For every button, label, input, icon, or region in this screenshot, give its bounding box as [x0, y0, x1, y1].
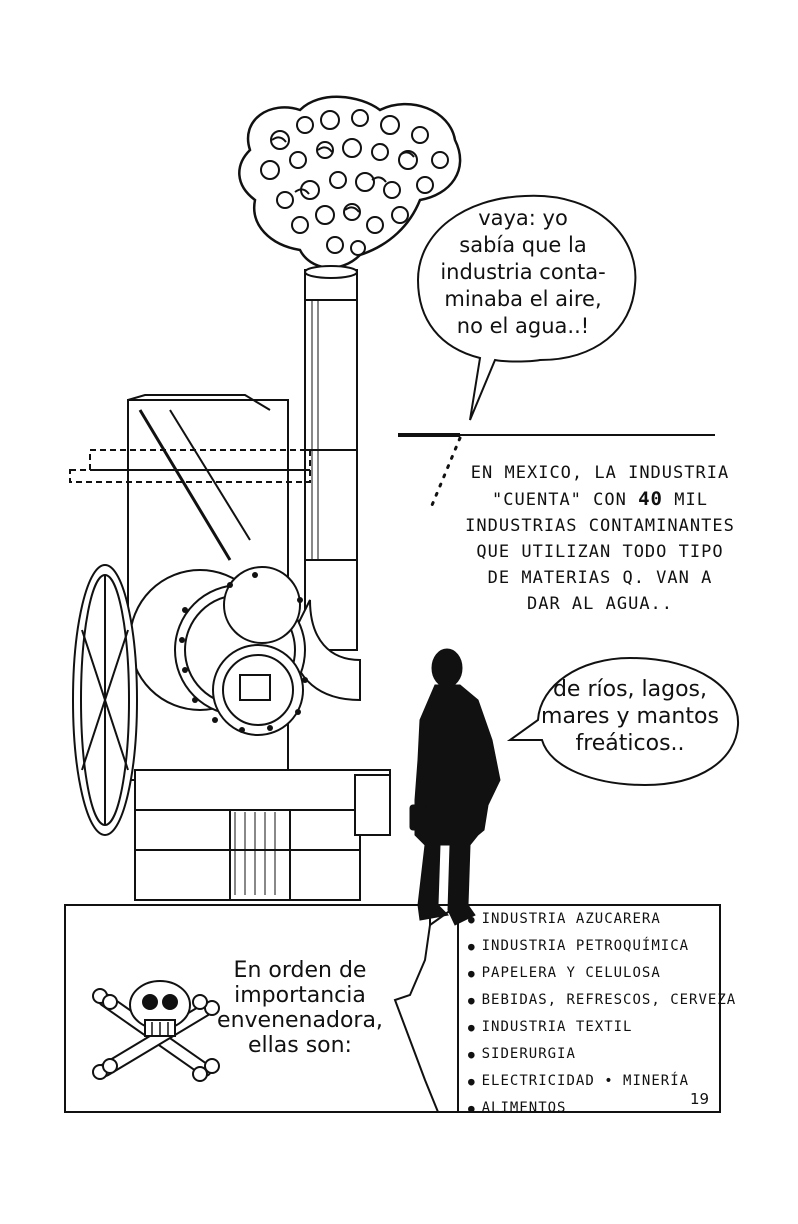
list-item: SIDERURGIA: [468, 1041, 738, 1068]
caption-line: importancia: [234, 983, 366, 1008]
narration-line: "CUENTA" CON 40 MIL: [460, 486, 740, 513]
speech-bubble-middle: [506, 656, 740, 787]
narration-line: EN MEXICO, LA INDUSTRIA: [470, 463, 730, 483]
list-item: BEBIDAS, REFRESCOS, CERVEZA: [468, 987, 738, 1014]
list-item: PAPELERA Y CELULOSA: [468, 960, 738, 987]
bubble-line: industria conta-: [440, 260, 606, 284]
speech-bubble-top-text: vaya: yo sabía que la industria conta- m…: [428, 205, 618, 340]
bubble-line: freáticos..: [575, 731, 685, 756]
list-item: INDUSTRIA TEXTIL: [468, 1014, 738, 1041]
narration-text: EN MEXICO, LA INDUSTRIA "CUENTA" CON 40 …: [460, 460, 740, 617]
man-silhouette: [409, 648, 501, 926]
bubble-line: no el agua..!: [456, 314, 590, 338]
narration-number: 40: [638, 488, 663, 510]
narration-line: QUE UTILIZAN TODO TIPO: [476, 542, 724, 562]
chimney: [288, 265, 361, 702]
industry-list: INDUSTRIA AZUCARERA INDUSTRIA PETROQUÍMI…: [468, 906, 738, 1122]
caption-line: envenenadora,: [217, 1008, 383, 1033]
speech-bubble-top: [416, 194, 637, 421]
bubble-line: vaya: yo: [478, 206, 568, 230]
list-item: ELECTRICIDAD • MINERÍA: [468, 1068, 738, 1095]
speech-bubble-middle-text: de ríos, lagos, mares y mantos freáticos…: [530, 676, 730, 757]
narration-divider: [398, 433, 715, 512]
bubble-line: de ríos, lagos,: [552, 677, 708, 702]
page-number: 19: [690, 1090, 710, 1108]
narration-line: INDUSTRIAS CONTAMINANTES: [465, 516, 735, 536]
narration-line: DAR AL AGUA..: [526, 594, 674, 614]
skull-crossbones-icon: [92, 980, 220, 1082]
smoke-cloud: [238, 95, 462, 269]
list-item: INDUSTRIA PETROQUÍMICA: [468, 933, 738, 960]
steam-engine: [69, 394, 391, 901]
list-item: INDUSTRIA AZUCARERA: [468, 906, 738, 933]
order-caption: En orden de importancia envenenadora, el…: [210, 958, 390, 1058]
narration-line: DE MATERIAS Q. VAN A: [487, 568, 713, 588]
narration-fragment: MIL: [674, 490, 708, 510]
caption-line: ellas son:: [248, 1033, 352, 1058]
list-item: ALIMENTOS: [468, 1095, 738, 1122]
bubble-line: minaba el aire,: [444, 287, 602, 311]
narration-fragment: "CUENTA" CON: [492, 490, 627, 510]
caption-line: En orden de: [233, 958, 367, 983]
bubble-line: sabía que la: [459, 233, 587, 257]
bubble-line: mares y mantos: [541, 704, 719, 729]
